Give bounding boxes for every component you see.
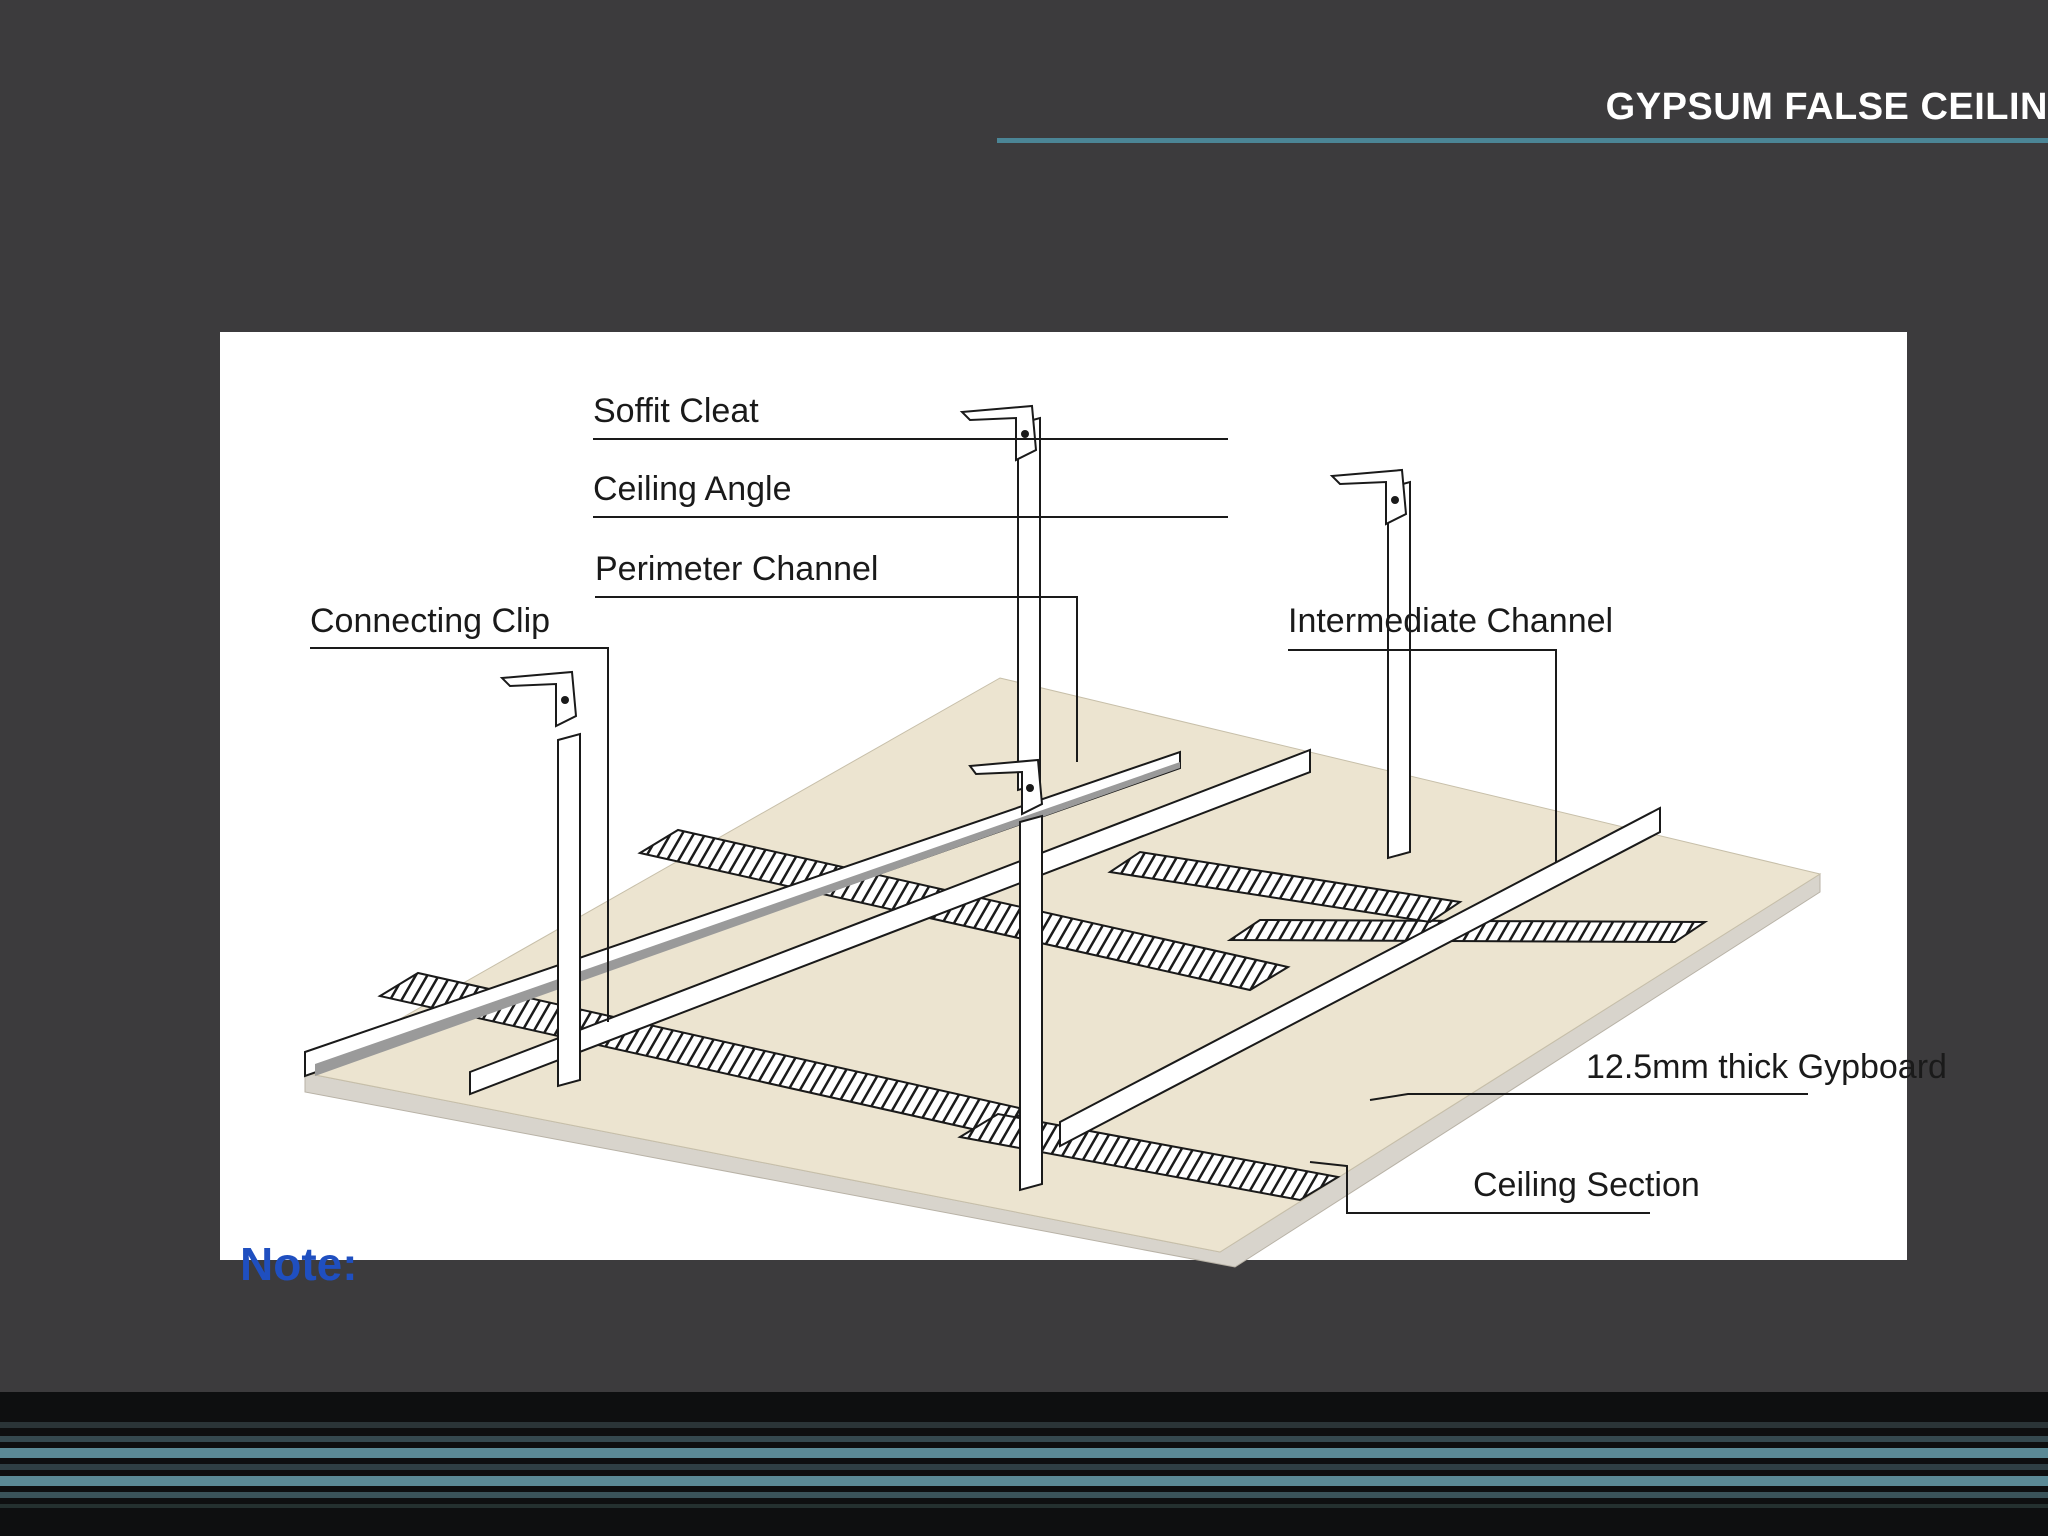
hangers [499,404,1411,1192]
footer-stripe [0,1448,2048,1458]
label-ceiling-angle: Ceiling Angle [593,470,791,508]
label-ceiling-section: Ceiling Section [1473,1166,1700,1204]
footer-stripe [0,1504,2048,1508]
label-connecting-clip: Connecting Clip [310,602,550,640]
slide-title: GYPSUM FALSE CEILIN [1605,86,2048,128]
ceiling-diagram: Soffit Cleat Ceiling Angle Perimeter Cha… [240,392,1947,1290]
title-underline [997,138,2048,143]
footer-stripe [0,1476,2048,1486]
label-soffit-cleat: Soffit Cleat [593,392,759,430]
footer-stripe [0,1422,2048,1428]
leader-lines [310,438,1808,1214]
footer-stripe [0,1436,2048,1442]
footer-stripe [0,1464,2048,1470]
callout-labels: Soffit Cleat Ceiling Angle Perimeter Cha… [310,392,1947,1204]
label-perimeter-channel: Perimeter Channel [595,550,878,588]
footer-stripe [0,1492,2048,1498]
label-gypboard: 12.5mm thick Gypboard [1586,1048,1947,1086]
ceiling-diagram-panel: Soffit Cleat Ceiling Angle Perimeter Cha… [220,332,1947,1290]
cut-off-note-text: Note: [240,1238,358,1290]
perimeter-channels [304,748,1661,1148]
label-intermediate-channel: Intermediate Channel [1288,602,1613,640]
gypboard [303,677,1822,1268]
